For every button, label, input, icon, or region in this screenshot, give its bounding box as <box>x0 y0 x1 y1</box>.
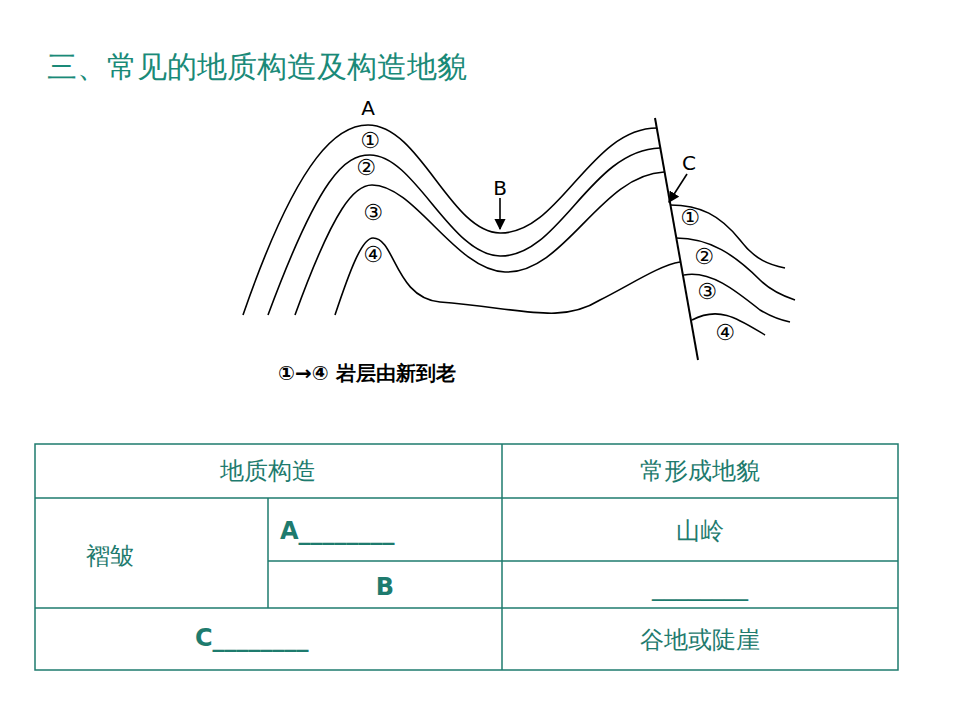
table-header: 常形成地貌 <box>640 459 760 483</box>
callout-number: ③ <box>363 202 383 224</box>
table-cell: 谷地或陡崖 <box>640 628 760 652</box>
table-cell: A________ <box>280 519 395 543</box>
callout-number: ③ <box>697 281 717 303</box>
table-cell: C________ <box>195 626 309 650</box>
pointer-arrow <box>499 198 501 229</box>
fold-letter: B <box>493 178 507 198</box>
table-rule <box>268 560 898 562</box>
callout-number: ① <box>680 207 700 229</box>
callout-number: ② <box>356 157 376 179</box>
stratum-line <box>268 148 660 315</box>
table-rule <box>501 444 503 670</box>
fold-letter: A <box>361 98 375 118</box>
callout-number: ② <box>694 246 714 268</box>
pointer-arrow <box>669 174 687 202</box>
table-cell: B <box>376 575 394 599</box>
table-cell: 褶皱 <box>86 544 134 568</box>
callout-number: ④ <box>715 322 735 344</box>
callout-number: ④ <box>363 244 383 266</box>
fault-line <box>655 118 698 360</box>
slide-title: 三、常见的地质构造及构造地貌 <box>47 52 467 82</box>
stratum-line <box>670 205 785 268</box>
fault-letter: C <box>682 153 696 173</box>
table-border <box>35 444 898 670</box>
strata <box>243 118 795 360</box>
stratum-line <box>295 172 664 315</box>
table-rule <box>35 607 898 609</box>
table-header: 地质构造 <box>220 459 316 483</box>
table-rule <box>35 497 898 499</box>
table-cell: ________ <box>652 575 748 599</box>
stratum-line <box>684 274 790 322</box>
callout-number: ① <box>360 130 380 152</box>
legend-note: ①→④ 岩层由新到老 <box>278 363 456 383</box>
table-rule <box>267 498 269 608</box>
table-grid <box>35 444 898 670</box>
stratum-line <box>335 238 680 315</box>
table-cell: 山岭 <box>676 519 724 543</box>
